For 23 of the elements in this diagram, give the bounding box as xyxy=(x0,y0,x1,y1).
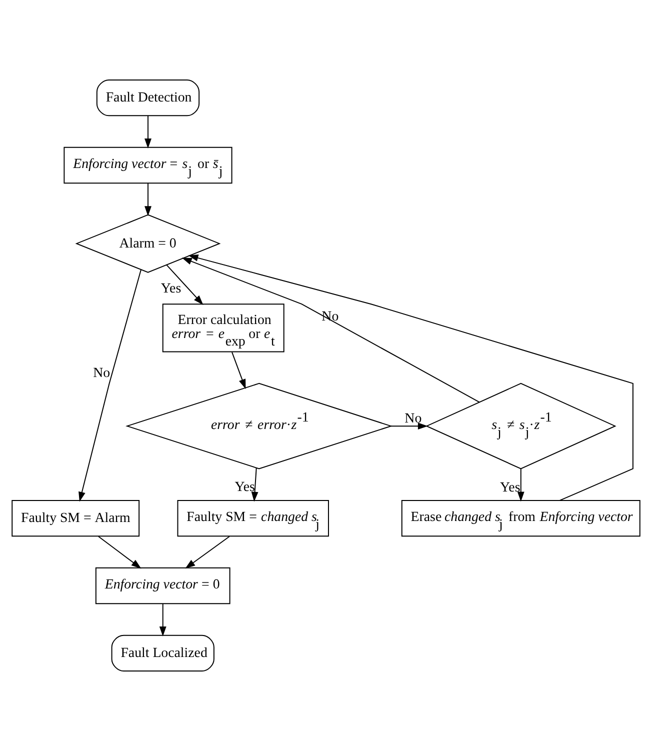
node-diamond: Alarm = 0 xyxy=(75,214,221,273)
edge-label: No xyxy=(93,366,110,382)
node-box: Fault Detection xyxy=(96,79,200,116)
node-box: Faulty SM = Alarm xyxy=(12,500,140,537)
arrow xyxy=(390,422,428,430)
arrow xyxy=(144,182,152,216)
arrow xyxy=(159,603,166,636)
arrow xyxy=(251,467,258,502)
arrow xyxy=(166,264,204,305)
arrow xyxy=(144,116,152,148)
arrow xyxy=(517,468,524,502)
arrow xyxy=(98,536,142,569)
arrow xyxy=(78,269,142,502)
arrow xyxy=(182,258,480,403)
arrow xyxy=(185,536,230,569)
edge-label: No xyxy=(404,411,422,426)
node-box: Fault Localized xyxy=(111,634,214,672)
edge-label: Yes xyxy=(500,480,520,496)
node-box: Enforcing vector = 0 xyxy=(95,567,230,604)
arrow xyxy=(188,254,634,501)
edge-label: Yes xyxy=(160,282,182,297)
edge-label: Yes xyxy=(234,480,255,496)
arrow xyxy=(232,352,246,390)
